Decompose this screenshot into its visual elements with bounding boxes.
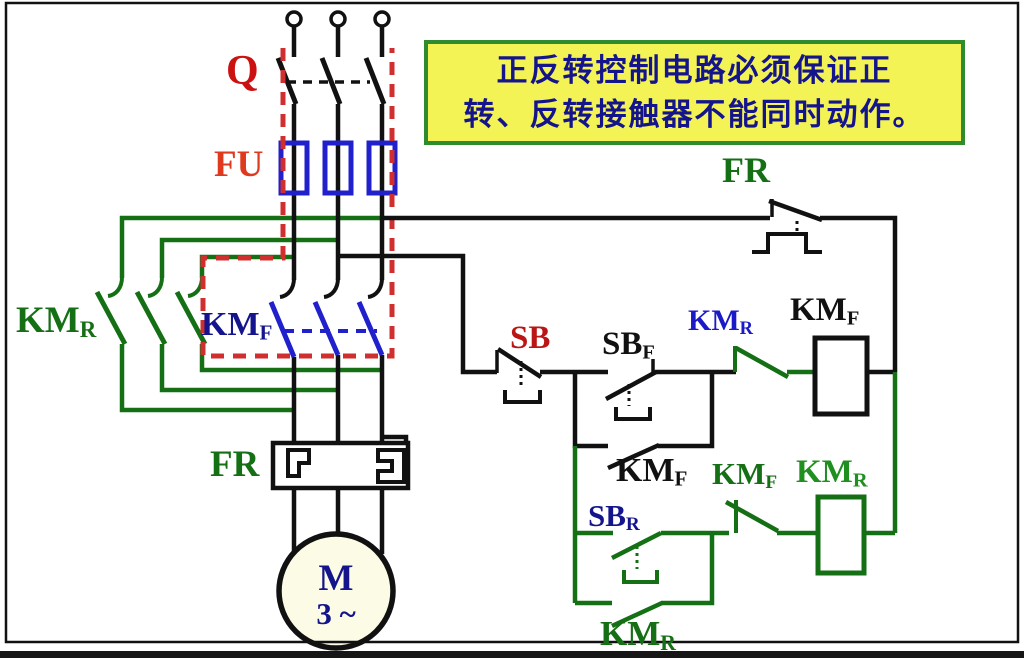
kmf-coil-symbol xyxy=(812,335,870,417)
motor-symbol xyxy=(276,531,396,651)
kmr-coil-symbol xyxy=(815,494,867,576)
note-line-1: 正反转控制电路必须保证正 xyxy=(496,52,893,88)
label-kmf-interlock-contact: KMF xyxy=(712,456,778,494)
label-reverse-button-sbr: SBR xyxy=(588,498,640,536)
label-kmf-coil: KMF xyxy=(790,292,860,330)
label-kmr-selfhold-contact: KMR xyxy=(600,614,676,655)
motor-letter: M xyxy=(318,558,354,599)
label-fuse-fu: FU xyxy=(214,144,264,185)
label-kmr-interlock-contact: KMR xyxy=(688,304,754,340)
label-thermal-relay-fr: FR xyxy=(210,444,260,485)
label-kmr-main-contacts: KMR xyxy=(16,300,97,343)
label-kmr-coil: KMR xyxy=(796,454,868,492)
note-line-2: 转、反转接触器不能同时动作。 xyxy=(463,96,926,132)
red-dashed-box xyxy=(200,48,395,359)
motor-phase: 3 ~ xyxy=(316,596,356,631)
kmf-main-contacts xyxy=(268,301,385,358)
power-terminals xyxy=(285,10,391,28)
label-stop-button-sb: SB xyxy=(510,320,551,356)
switch-q xyxy=(275,27,387,105)
note-box: 正反转控制电路必须保证正 转、反转接触器不能同时动作。 xyxy=(424,40,965,145)
label-kmf-main-contacts: KMF xyxy=(201,306,273,345)
control-circuit-black xyxy=(338,198,898,471)
label-fr-contact: FR xyxy=(722,150,770,190)
thermal-relay-fr-element xyxy=(270,440,411,491)
motor-label: M 3 ~ xyxy=(276,560,396,631)
label-switch-q: Q xyxy=(226,48,259,94)
control-circuit-green xyxy=(572,346,898,629)
label-kmf-selfhold-contact: KMF xyxy=(616,452,688,491)
label-forward-button-sbf: SBF xyxy=(602,326,655,364)
